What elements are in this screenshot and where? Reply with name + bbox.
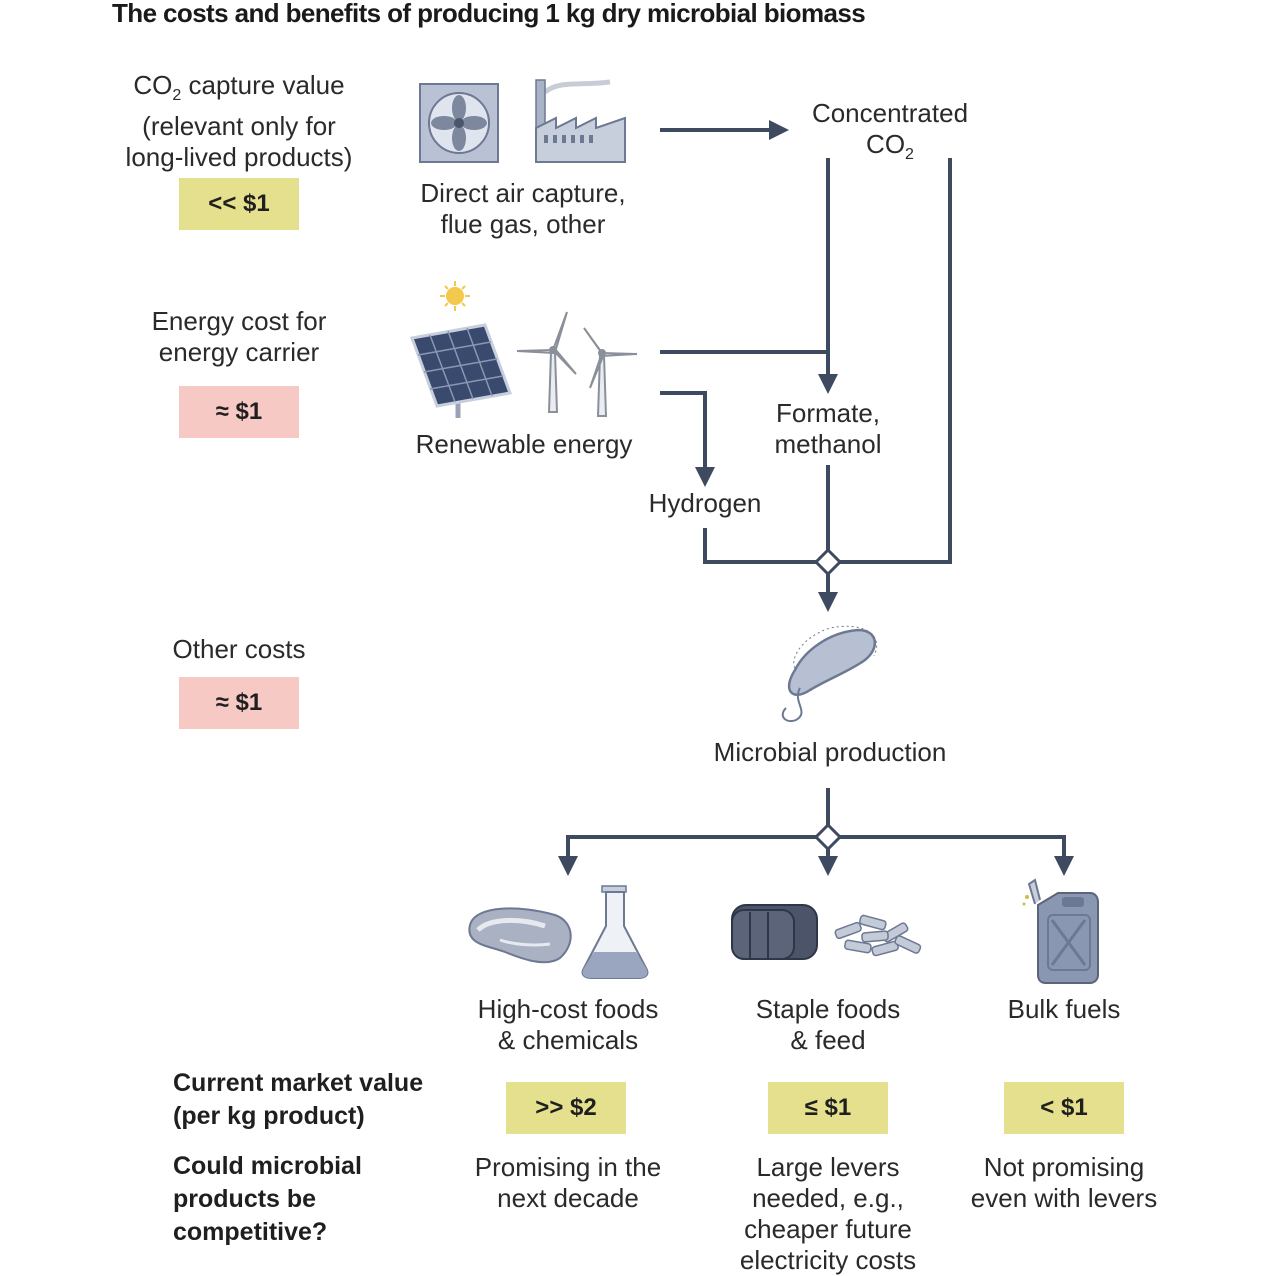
page-title: The costs and benefits of producing 1 kg…	[112, 0, 866, 28]
energy-cost-label: Energy cost for energy carrier	[151, 306, 327, 367]
arrow-to-bulk-fuels	[840, 835, 1074, 876]
co2-capture-label: CO2 capture value (relevant only for lon…	[125, 70, 353, 173]
flask-icon	[581, 885, 649, 979]
wind-turbine-icon	[516, 311, 638, 417]
meat-icon	[468, 907, 572, 964]
hydrogen-label: Hydrogen	[648, 488, 762, 518]
arrow-to-high-cost	[558, 835, 816, 876]
junction-diamond-top	[813, 547, 843, 577]
sun-icon	[440, 281, 470, 311]
feed-pellets-icon	[834, 914, 922, 957]
co2-capture-value-badge: << $1	[179, 178, 299, 230]
solar-panel-icon	[409, 323, 513, 418]
bread-icon	[731, 904, 818, 960]
product-bulk-fuels-label: Bulk fuels	[1007, 994, 1121, 1024]
fuel-can-icon	[1022, 878, 1099, 984]
fan-icon	[419, 83, 499, 163]
verdict-high-cost: Promising in the next decade	[474, 1152, 662, 1213]
product-high-cost-label: High-cost foods & chemicals	[477, 994, 659, 1055]
renewable-energy-label: Renewable energy	[415, 429, 633, 459]
concentrated-co2-label: Concentrated CO2	[811, 98, 969, 164]
junction-diamond-bottom	[813, 822, 843, 852]
market-value-high-cost-badge: >> $2	[506, 1082, 626, 1134]
line-co2-direct	[840, 158, 952, 564]
competitive-row-label: Could microbial products be competitive?	[173, 1152, 362, 1246]
line-hydrogen-to-junction	[703, 528, 816, 564]
product-staple-label: Staple foods & feed	[755, 994, 901, 1055]
other-costs-label: Other costs	[172, 634, 306, 664]
energy-cost-value-badge: ≈ $1	[179, 386, 299, 438]
factory-icon	[535, 79, 626, 163]
market-value-row-label: Current market value (per kg product)	[173, 1069, 424, 1130]
market-value-bulk-fuels-badge: < $1	[1004, 1082, 1124, 1134]
microbial-production-label: Microbial production	[713, 737, 947, 767]
capture-sources-label: Direct air capture, flue gas, other	[420, 178, 626, 239]
microbe-icon	[781, 625, 878, 722]
arrow-renewable-to-hydrogen	[660, 391, 715, 487]
market-value-staple-badge: ≤ $1	[768, 1082, 888, 1134]
verdict-bulk-fuels: Not promising even with levers	[970, 1152, 1158, 1213]
verdict-staple: Large levers needed, e.g., cheaper futur…	[739, 1152, 917, 1275]
formate-methanol-label: Formate, methanol	[774, 398, 882, 459]
other-costs-value-badge: ≈ $1	[179, 677, 299, 729]
